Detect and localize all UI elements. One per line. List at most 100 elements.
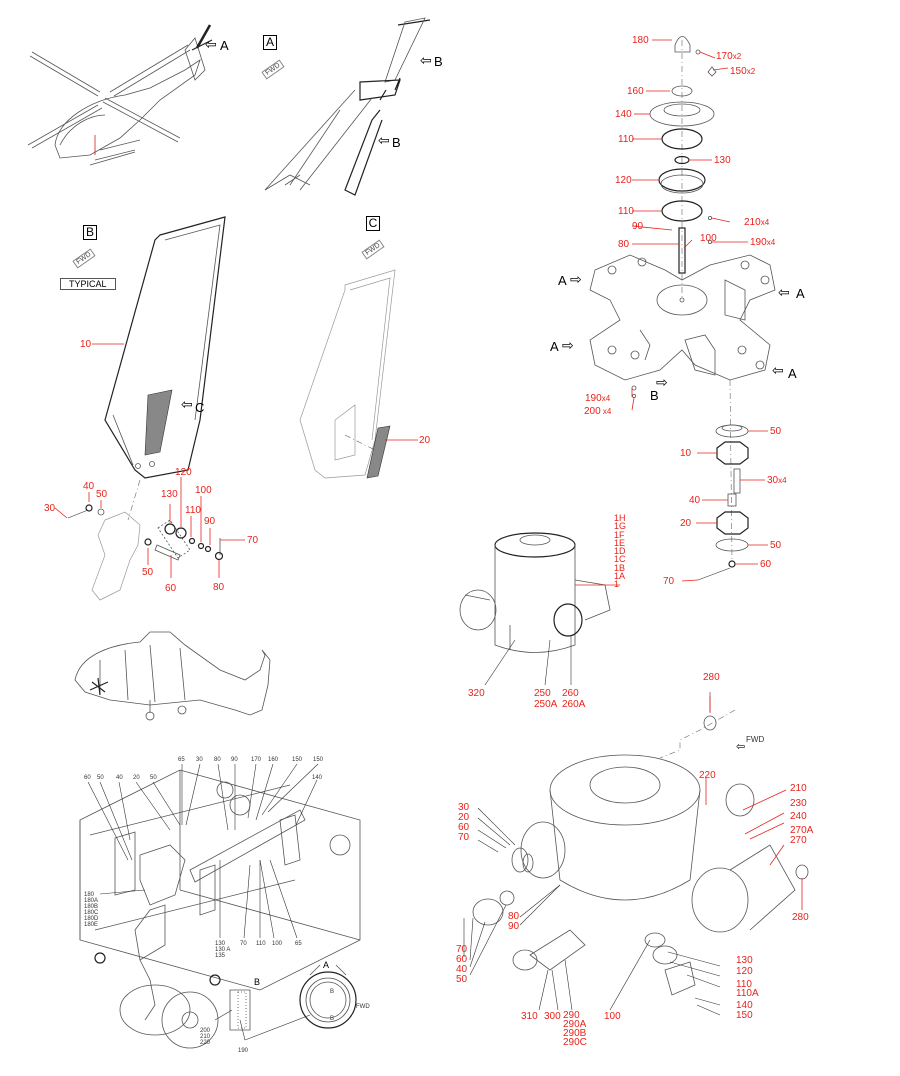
callout-210-qty: x4 [760,218,770,227]
view-b-label: B [83,225,97,240]
callout-130: 130 [714,155,731,166]
callout-100: 100 [195,485,212,496]
figure-3-line-art [74,631,361,1049]
arrow-ref-icon: ⇦ [378,132,390,148]
callout-150: 150 [736,1010,753,1021]
view-ref-b: B [650,388,659,403]
callout-50: 50 [150,775,157,781]
callout-20: 20 [419,435,431,446]
callout-260-group: 260 260A [562,688,586,710]
callout-190-lower: 190x4 [585,393,610,404]
callout-40: 40 [689,495,701,506]
callout-130-group: 130 130 A 135 [215,941,231,959]
callout-80: 80 [213,582,225,593]
callout-170-qty: x2 [732,52,742,61]
detail-mark-b1: B [330,989,335,995]
callout-200-group: 200 210 220 [200,1028,211,1046]
callout-190-num: 190 [585,393,602,404]
callout-190-qty: x4 [766,238,776,247]
callout-90: 90 [204,516,216,527]
callout-10: 10 [680,448,692,459]
callout-30-num: 30 [767,475,779,486]
callout-150: 150x2 [730,66,755,77]
figure-4-line-art [459,532,809,1016]
callout-150: 150 [292,757,303,763]
view-c-label: C [366,216,380,231]
callout-70-group: 70 60 40 50 [456,944,468,985]
callout-300: 300 [544,1011,561,1022]
callout-60: 60 [84,775,91,781]
callout-180: 180 [632,35,649,46]
view-ref-a4: A [788,366,797,381]
callout-50-lower: 50 [770,540,782,551]
gear-installation-drawing [79,769,361,1049]
view-a-label: A [263,35,277,50]
callout-110-lower: 110 [618,206,634,217]
callout-100: 100 [604,1011,621,1022]
callout-20: 20 [680,518,692,529]
callout-80: 80 [618,239,630,250]
figure-4-main-gearbox: 1H 1G 1F 1E 1D 1C 1B 1A 1 320 250 250A 2… [440,500,900,1076]
view-ref-arrow-icon: ⇨ [562,337,574,353]
callout-70: 70 [240,941,247,947]
view-ref-arrow-icon: ⇨ [570,271,582,287]
arrow-ref-a: A [220,38,229,53]
view-ref-a3: A [550,339,559,354]
fwd-label: FWD [356,1004,370,1010]
gearbox-lower-drawing [472,692,809,996]
figure-2-line-art [589,36,776,582]
view-ref-a2: A [796,286,805,301]
callout-250-group: 250 250A [534,688,558,710]
arrow-ref-icon: ⇦ [420,52,432,68]
callout-120: 120 [736,966,753,977]
fwd-label: FWD [746,735,765,744]
callout-40: 40 [83,481,95,492]
callout-170: 170x2 [716,51,741,62]
callout-60: 60 [760,559,772,570]
arrow-ref-b1: B [434,54,443,69]
fwd-arrow-icon: ⇦ [736,741,746,753]
view-ref-a1: A [558,273,567,288]
detail-b-label: B [254,977,261,987]
callout-240: 240 [790,811,807,822]
callout-80: 80 [214,757,221,763]
callout-100: 100 [700,233,717,244]
callout-30-qty: x4 [778,476,787,485]
callout-130: 130 [161,489,178,500]
view-ref-arrow-icon: ⇦ [772,362,784,378]
callout-160: 160 [627,86,644,97]
callout-170-num: 170 [716,51,733,62]
arrow-ref-c: C [195,400,205,415]
callout-50: 50 [97,775,104,781]
arrow-ref-icon: ⇦ [181,396,193,412]
callout-110-group: 110 110A [736,979,759,999]
callout-210-num: 210 [744,217,761,228]
callout-310: 310 [521,1011,538,1022]
callout-50-top: 50 [96,489,108,500]
callout-1-group: 1H 1G 1F 1E 1D 1C 1B 1A 1 [614,513,627,590]
callout-110: 110 [185,505,201,516]
arrow-ref-icon: ⇦ [205,36,217,52]
callout-50-bottom: 50 [142,567,154,578]
callout-200-qty: x4 [600,407,612,416]
arrow-ref-b2: B [392,135,401,150]
callout-290-group: 290 290A 290B 290C [563,1010,587,1048]
callout-60: 60 [165,583,177,594]
callout-50-upper: 50 [770,426,782,437]
figure-3-landing-gear: 60 50 40 20 50 65 30 80 90 170 160 150 1… [0,620,440,1076]
callout-40: 40 [116,775,123,781]
callout-130: 130 [736,955,753,966]
callout-70: 70 [247,535,259,546]
callout-140: 140 [615,109,632,120]
callout-120: 120 [615,175,632,186]
callout-110-upper: 110 [618,134,634,145]
callout-140: 140 [312,775,323,781]
callout-110: 110 [256,941,266,947]
figure-2-rotor-hub: A ⇨ ⇦ A A ⇨ ⇦ A ⇨ B 180 170x2 150x2 160 … [520,0,900,600]
callout-230: 230 [790,798,807,809]
callout-30: 30 [196,757,203,763]
view-c-blade-drawing [299,269,396,479]
callout-270-group: 270A 270 [790,825,814,846]
callout-150-num: 150 [730,66,747,77]
callout-70: 70 [663,576,675,587]
